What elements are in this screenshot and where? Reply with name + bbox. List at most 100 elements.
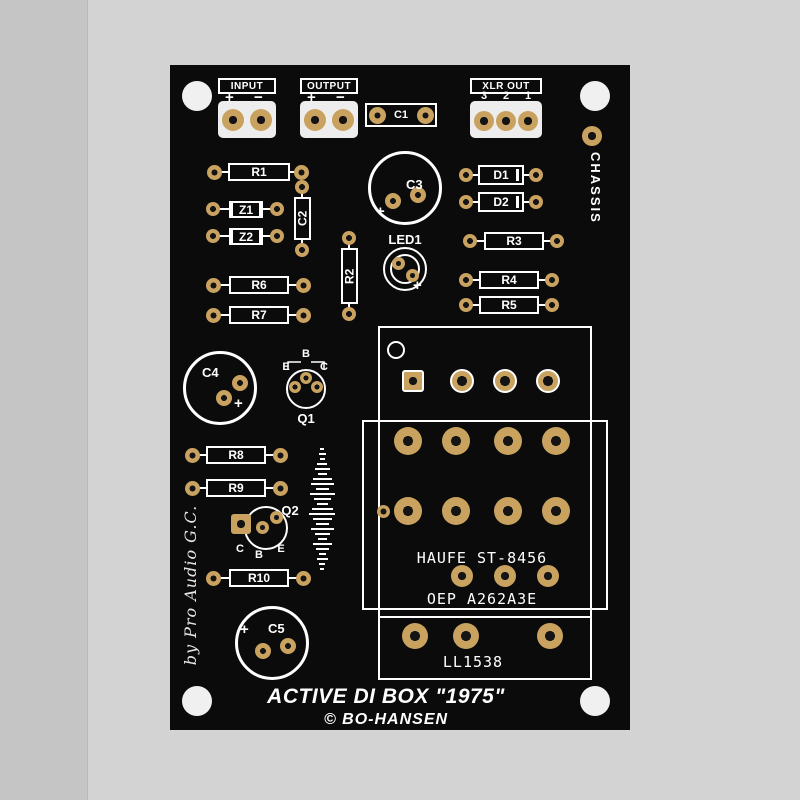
solder-pad xyxy=(529,168,543,182)
solder-pad xyxy=(269,510,283,524)
solder-pad xyxy=(394,427,422,455)
solder-pad xyxy=(453,623,479,649)
solder-pad xyxy=(270,202,284,216)
solder-pad xyxy=(300,372,312,384)
solder-pad xyxy=(342,231,356,245)
solder-pad xyxy=(459,168,473,182)
solder-pad xyxy=(222,109,244,131)
solder-pad xyxy=(494,497,522,525)
solder-pad xyxy=(295,307,311,323)
mounting-hole xyxy=(182,686,212,716)
solder-pad xyxy=(289,381,301,393)
waveform-bar xyxy=(319,563,325,565)
waveform-bar xyxy=(309,513,335,515)
transformer-outline-ll xyxy=(378,420,592,680)
waveform-bar xyxy=(320,448,324,450)
solder-pad xyxy=(459,298,473,312)
input-plus-mark: + xyxy=(225,89,234,106)
solder-pad xyxy=(410,187,426,203)
solder-pad xyxy=(293,164,309,180)
waveform-bar xyxy=(316,558,328,560)
xlr-pin2-number: 2 xyxy=(502,90,510,102)
waveform-bar xyxy=(317,463,327,465)
cathode-band-icon xyxy=(516,196,519,208)
solder-pad xyxy=(537,565,559,587)
solder-pad xyxy=(280,638,296,654)
solder-pad xyxy=(250,109,272,131)
solder-pad xyxy=(216,390,232,406)
solder-pad xyxy=(332,109,354,131)
solder-pad xyxy=(206,202,220,216)
waveform-bar xyxy=(310,483,334,485)
solder-pad xyxy=(494,565,516,587)
solder-pad xyxy=(550,234,564,248)
solder-pad xyxy=(205,277,221,293)
chassis-label: CHASSIS xyxy=(588,152,603,224)
c4-plus-mark: + xyxy=(234,395,243,412)
waveform-bar xyxy=(312,518,332,520)
diode-d2-label: D2 xyxy=(493,195,509,209)
solder-pad xyxy=(311,381,323,393)
resistor-r4: R4 xyxy=(479,271,539,289)
waveform-bar xyxy=(314,533,330,535)
resistor-r10: R10 xyxy=(229,569,289,587)
waveform-bar xyxy=(315,548,329,550)
board-credit: © BO-HANSEN xyxy=(323,711,449,728)
solder-pad xyxy=(450,369,474,393)
solder-pad xyxy=(206,164,222,180)
capacitor-c4-label: C4 xyxy=(202,365,219,380)
waveform-bar xyxy=(315,523,329,525)
resistor-r5: R5 xyxy=(479,296,539,314)
waveform-bar xyxy=(316,503,328,505)
q2-pin-b: B xyxy=(255,549,263,561)
solder-pad xyxy=(184,480,200,496)
solder-pad xyxy=(391,256,405,270)
solder-pad xyxy=(255,520,269,534)
waveform-bar xyxy=(310,528,334,530)
c5-plus-mark: + xyxy=(240,621,249,638)
solder-pad xyxy=(385,193,401,209)
solder-pad xyxy=(295,243,309,257)
resistor-r6: R6 xyxy=(229,276,289,294)
input-minus-mark: − xyxy=(254,89,263,106)
solder-pad xyxy=(542,497,570,525)
output-minus-mark: − xyxy=(336,89,345,106)
solder-pad xyxy=(394,497,422,525)
solder-pad xyxy=(537,623,563,649)
pin1-marker-icon xyxy=(387,341,405,359)
waveform-bar xyxy=(312,478,332,480)
xlr-pin1-number: 1 xyxy=(524,90,532,102)
solder-pad xyxy=(402,623,428,649)
designer-signature: by Pro Audio G.C. xyxy=(181,504,200,666)
pcb-board: HAUFE ST-8456 OEP A262A3E LL1538 R1 D1 D… xyxy=(170,65,630,730)
waveform-bar xyxy=(320,568,324,570)
solder-pad xyxy=(459,273,473,287)
transformer-label-ll: LL1538 xyxy=(442,653,504,671)
solder-pad xyxy=(272,480,288,496)
solder-pad xyxy=(231,514,251,534)
solder-pad xyxy=(442,427,470,455)
background-left-strip xyxy=(0,0,88,800)
diode-d2: D2 xyxy=(478,192,524,212)
transformer-label-haufe: HAUFE ST-8456 xyxy=(416,549,548,567)
solder-pad xyxy=(529,195,543,209)
zener-z2: Z2 xyxy=(229,228,263,245)
capacitor-c5-label: C5 xyxy=(268,621,285,636)
waveform-decoration xyxy=(309,448,335,570)
solder-pad xyxy=(416,106,434,124)
resistor-r8: R8 xyxy=(206,446,266,464)
mounting-hole xyxy=(182,81,212,111)
q1-pin-e: E xyxy=(282,361,290,373)
solder-pad xyxy=(232,375,248,391)
solder-pad xyxy=(295,180,309,194)
solder-pad xyxy=(255,643,271,659)
solder-pad xyxy=(496,111,516,131)
solder-pad xyxy=(304,109,326,131)
waveform-bar xyxy=(315,488,329,490)
solder-pad xyxy=(295,277,311,293)
output-plus-mark: + xyxy=(307,89,316,106)
solder-pad xyxy=(545,273,559,287)
transformer-label-oep: OEP A262A3E xyxy=(426,590,538,608)
solder-pad xyxy=(376,504,390,518)
